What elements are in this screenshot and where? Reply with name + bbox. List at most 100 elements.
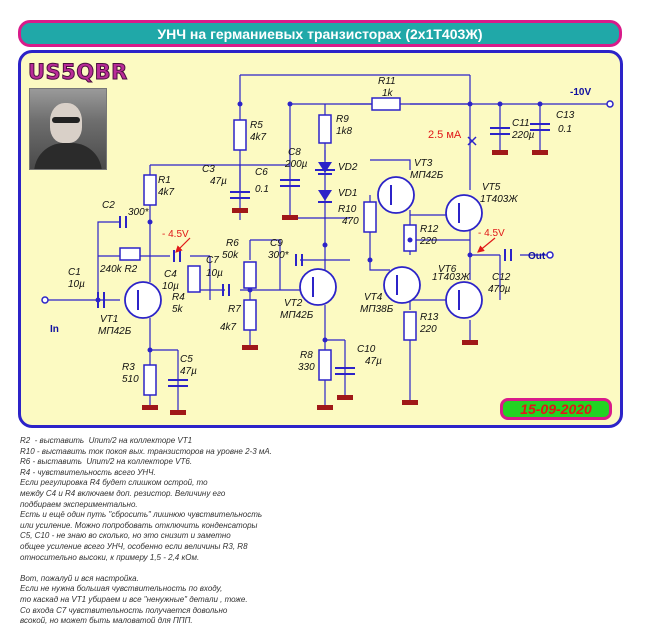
note-line (20, 563, 420, 574)
r13-value: 220 (419, 324, 437, 335)
r8-value: 330 (298, 362, 315, 373)
r1-label: R1 (158, 175, 171, 186)
vt2-type: МП42Б (280, 310, 314, 321)
c3-label: C3 (202, 164, 215, 175)
note-line: общее усиление всего УНЧ, особенно если … (20, 541, 248, 551)
resistor-R11 (371, 97, 401, 111)
r13-label: R13 (420, 312, 439, 323)
note-line: R2 - выставить Uпит/2 на коллекторе VT1 (20, 436, 193, 445)
capacitor-C6 (280, 179, 300, 187)
photo-head (50, 103, 82, 143)
note-line: Со входа С7 чувствительность получается … (20, 605, 228, 615)
supply-label: -10V (570, 87, 591, 98)
voltage-arrows (175, 237, 496, 253)
r3-value: 510 (122, 374, 139, 385)
date-text: 15-09-2020 (520, 401, 592, 417)
vt4-label: VT4 (364, 292, 383, 303)
c9-value: 300* (268, 250, 290, 261)
photo-glasses (52, 117, 80, 123)
resistor-R7 (243, 299, 257, 331)
resistor-R2 (119, 247, 141, 261)
capacitor-C3 (230, 191, 250, 199)
resistor-R1 (143, 174, 157, 206)
transistor-VT6 (445, 281, 483, 319)
note-line: Вот, пожалуй и вся настройка. (20, 573, 139, 583)
transistor-bases (137, 185, 460, 310)
c11-value: 220µ (511, 130, 535, 141)
r5-value: 4k7 (250, 132, 267, 143)
c8-label: C8 (288, 147, 301, 158)
c2-value: 300* (128, 207, 150, 218)
vt1-label: VT1 (100, 314, 118, 325)
note-line: С5, С10 - не знаю во сколько, но это сни… (20, 531, 231, 541)
capacitor-C10 (335, 367, 355, 375)
note-line: Если регулировка R4 будет слишком острой… (20, 478, 208, 488)
transistor-VT4 (383, 266, 421, 304)
r6-label: R6 (226, 238, 239, 249)
c13-value: 0.1 (558, 124, 572, 135)
capacitor-C2 (119, 216, 127, 228)
note-line: R4 - чувствительность всего УНЧ. (20, 467, 156, 477)
date-badge: 15-09-2020 (500, 398, 612, 420)
transistor-VT3 (377, 176, 415, 214)
r9-value: 1k8 (336, 126, 353, 137)
vd1-label: VD1 (338, 188, 357, 199)
c4-label: C4 (164, 269, 177, 280)
c10-label: C10 (357, 344, 376, 355)
c3-value: 47µ (210, 176, 227, 187)
r7-value: 4k7 (220, 322, 237, 333)
vt3-label: VT3 (414, 158, 433, 169)
capacitor-C7 (222, 284, 230, 296)
diode-VD1 (318, 190, 332, 201)
c4-value: 10µ (162, 281, 179, 292)
bias-right-label: - 4.5V (478, 228, 505, 239)
vt6-type: 1Т403Ж (432, 272, 470, 283)
vt5-type: 1Т403Ж (480, 194, 518, 205)
vt5-label: VT5 (482, 182, 501, 193)
c2-label: C2 (102, 200, 115, 211)
vd2-label: VD2 (338, 162, 358, 173)
r8-label: R8 (300, 350, 313, 361)
note-line: всокой, но может быть маловатой для ППП. (20, 616, 193, 626)
c7-value: 10µ (206, 268, 223, 279)
resistors (119, 97, 417, 396)
r12-value: 220 (419, 236, 437, 247)
note-line: R6 - выставить Uпит/2 на коллекторе VT6. (20, 457, 193, 467)
vt2-label: VT2 (284, 298, 303, 309)
r12-label: R12 (420, 224, 439, 235)
resistor-R9 (318, 114, 332, 144)
r11-label: R11 (378, 76, 396, 87)
capacitor-C13 (530, 123, 550, 131)
r10-label: R10 (338, 204, 357, 215)
r9-label: R9 (336, 114, 349, 125)
capacitor-C5 (168, 379, 188, 387)
resistor-R5 (233, 119, 247, 151)
resistor-R3 (143, 364, 157, 396)
r7-label: R7 (228, 304, 241, 315)
diodes (318, 162, 332, 203)
c5-label: C5 (180, 354, 193, 365)
capacitor-C9 (295, 254, 303, 266)
c7-label: C7 (206, 255, 219, 266)
schematic-diagram: -10V 2.5 мА In Out - 4.5V - 4.5V R1 4k7 … (41, 74, 614, 415)
r6-value: 50k (222, 250, 239, 261)
title-bar: УНЧ на германиевых транзисторах (2х1Т403… (18, 20, 622, 47)
diode-VD2 (318, 162, 332, 173)
c12-label: C12 (492, 272, 511, 283)
note-line: Если не нужна большая чувствительность п… (20, 584, 223, 594)
note-line: то каскад на VT1 убираем и все "ненужные… (20, 594, 248, 604)
page-title: УНЧ на германиевых транзисторах (2х1Т403… (157, 25, 483, 42)
r5-label: R5 (250, 120, 263, 131)
transistor-VT2 (299, 268, 337, 306)
vt6-label: VT6 (438, 264, 457, 275)
note-line: подбираем экспериментально. (20, 499, 138, 509)
terminals (41, 100, 614, 304)
r2-label: 240k R2 (99, 264, 138, 275)
capacitor-C12 (504, 249, 512, 261)
r4-value: 5k (172, 304, 184, 315)
resistor-R8 (318, 349, 332, 381)
c13-label: C13 (556, 110, 575, 121)
c10-value: 47µ (365, 356, 382, 367)
c1-label: C1 (68, 267, 81, 278)
